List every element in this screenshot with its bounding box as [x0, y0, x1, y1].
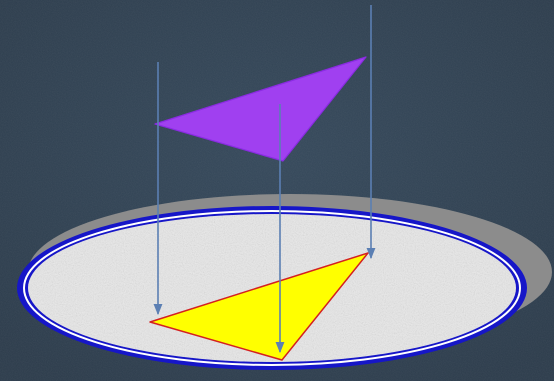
orthographic-projection-diagram	[0, 0, 554, 381]
